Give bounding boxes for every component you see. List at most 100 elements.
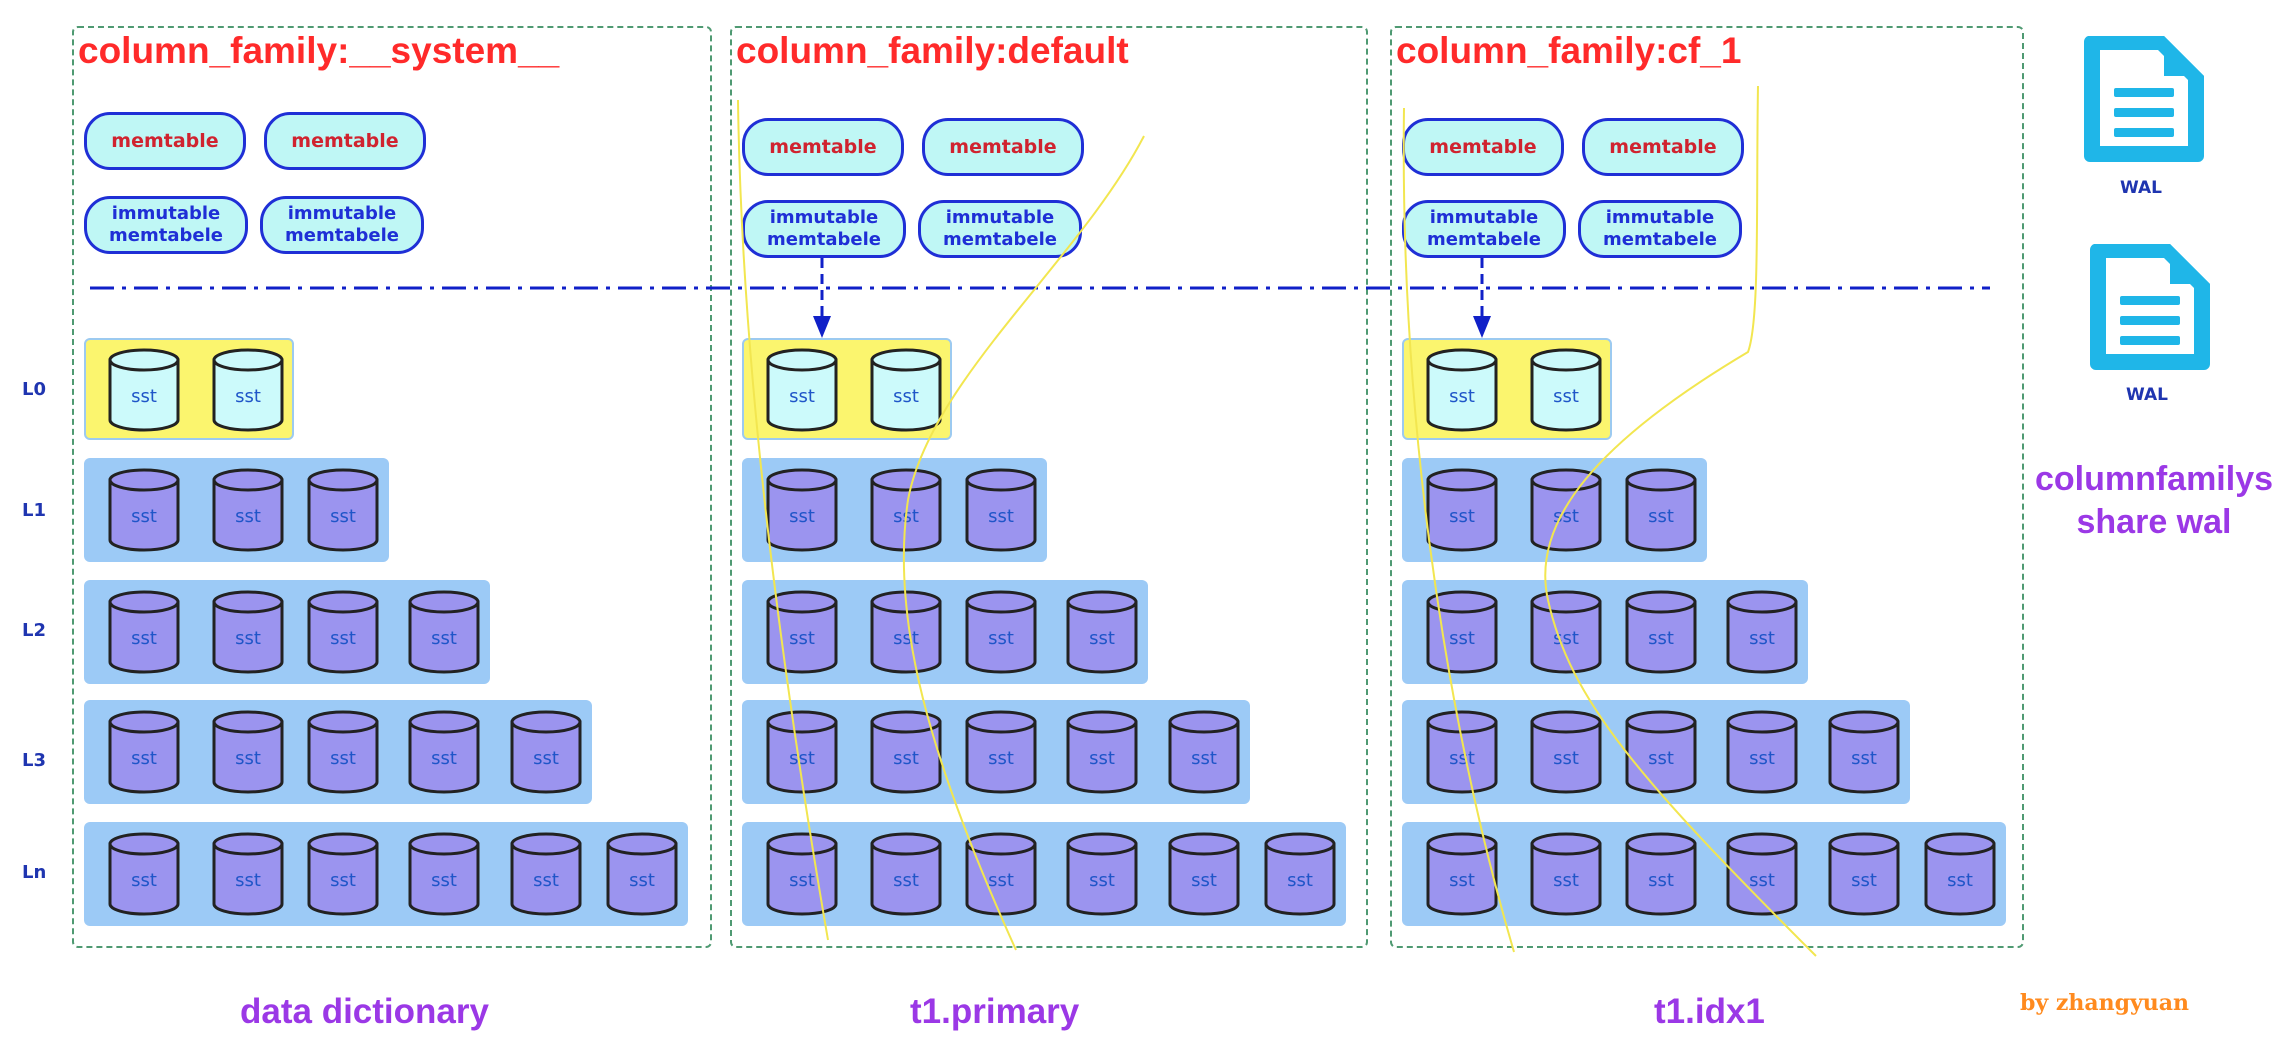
- cylinder-icon: [870, 832, 942, 916]
- immutable-memtable[interactable]: immutable memtabele: [1402, 200, 1566, 258]
- memtable[interactable]: memtable: [742, 118, 904, 176]
- sst-label: sst: [1749, 628, 1775, 649]
- immutable-memtable[interactable]: immutable memtabele: [84, 196, 248, 254]
- immutable-memtable-label: immutable memtabele: [285, 203, 399, 246]
- sst-file: sst: [965, 590, 1037, 674]
- memtable[interactable]: memtable: [1402, 118, 1564, 176]
- sst-label: sst: [1449, 386, 1475, 407]
- sst-file: sst: [870, 710, 942, 794]
- immutable-memtable[interactable]: immutable memtabele: [742, 200, 906, 258]
- cylinder-icon: [870, 710, 942, 794]
- cylinder-icon: [965, 710, 1037, 794]
- sst-file: sst: [108, 710, 180, 794]
- level-label: Ln: [22, 862, 47, 883]
- cylinder-icon: [212, 832, 284, 916]
- sst-label: sst: [1449, 748, 1475, 769]
- sst-file: sst: [307, 710, 379, 794]
- sst-label: sst: [131, 748, 157, 769]
- sst-file: sst: [965, 710, 1037, 794]
- sst-label: sst: [1191, 870, 1217, 891]
- sst-file: sst: [212, 710, 284, 794]
- memtable-label: memtable: [1609, 136, 1717, 158]
- cylinder-icon: [1726, 832, 1798, 916]
- cylinder-icon: [965, 832, 1037, 916]
- sst-label: sst: [1553, 628, 1579, 649]
- column-family-box: [72, 26, 712, 948]
- sst-label: sst: [431, 870, 457, 891]
- sst-label: sst: [431, 628, 457, 649]
- level-label: L0: [22, 379, 46, 400]
- sst-file: sst: [1066, 832, 1138, 916]
- sst-label: sst: [1851, 870, 1877, 891]
- memtable-label: memtable: [769, 136, 877, 158]
- column-family-title: column_family:__system__: [78, 30, 560, 71]
- sst-file: sst: [1828, 832, 1900, 916]
- partition-curve: [737, 99, 829, 941]
- sst-label: sst: [988, 870, 1014, 891]
- immutable-memtable[interactable]: immutable memtabele: [1578, 200, 1742, 258]
- sst-label: sst: [1749, 748, 1775, 769]
- sst-file: sst: [1726, 710, 1798, 794]
- sst-label: sst: [988, 506, 1014, 527]
- sst-label: sst: [1851, 748, 1877, 769]
- immutable-memtable-label: immutable memtabele: [1427, 207, 1541, 250]
- sst-file: sst: [1530, 832, 1602, 916]
- sst-file: sst: [1426, 832, 1498, 916]
- sst-file: sst: [1264, 832, 1336, 916]
- cylinder-icon: [212, 468, 284, 552]
- column-family-caption: t1.primary: [910, 992, 1080, 1031]
- memtable[interactable]: memtable: [922, 118, 1084, 176]
- sst-file: sst: [307, 468, 379, 552]
- sst-label: sst: [789, 628, 815, 649]
- sst-file: sst: [1426, 710, 1498, 794]
- sst-label: sst: [431, 748, 457, 769]
- sst-file: sst: [408, 832, 480, 916]
- partition-curve: [1402, 107, 1515, 953]
- document-icon: [2089, 244, 2210, 370]
- immutable-memtable-label: immutable memtabele: [767, 207, 881, 250]
- cylinder-icon: [307, 590, 379, 674]
- wal-label: WAL: [2120, 178, 2162, 198]
- cylinder-icon: [212, 590, 284, 674]
- cylinder-icon: [108, 832, 180, 916]
- sst-file: sst: [212, 590, 284, 674]
- sst-file: sst: [1625, 590, 1697, 674]
- sst-file: sst: [1168, 832, 1240, 916]
- sst-label: sst: [1089, 628, 1115, 649]
- cylinder-icon: [108, 710, 180, 794]
- sst-label: sst: [1553, 506, 1579, 527]
- wal-label: WAL: [2126, 385, 2168, 405]
- cylinder-icon: [212, 348, 284, 432]
- immutable-memtable[interactable]: immutable memtabele: [918, 200, 1082, 258]
- sst-file: sst: [1426, 348, 1498, 432]
- cylinder-icon: [1625, 590, 1697, 674]
- sst-label: sst: [1089, 748, 1115, 769]
- memtable[interactable]: memtable: [84, 112, 246, 170]
- column-family-caption: data dictionary: [240, 992, 489, 1031]
- column-family-box: [730, 26, 1368, 948]
- cylinder-icon: [965, 590, 1037, 674]
- sst-file: sst: [606, 832, 678, 916]
- cylinder-icon: [1426, 590, 1498, 674]
- cylinder-icon: [212, 710, 284, 794]
- cylinder-icon: [1066, 710, 1138, 794]
- sst-file: sst: [108, 832, 180, 916]
- immutable-memtable[interactable]: immutable memtabele: [260, 196, 424, 254]
- memtable[interactable]: memtable: [264, 112, 426, 170]
- partition-curve: [902, 135, 1145, 951]
- sst-file: sst: [108, 590, 180, 674]
- sst-file: sst: [408, 710, 480, 794]
- sst-file: sst: [1530, 468, 1602, 552]
- cylinder-icon: [766, 832, 838, 916]
- sst-label: sst: [1553, 748, 1579, 769]
- cylinder-icon: [1530, 468, 1602, 552]
- cylinder-icon: [766, 590, 838, 674]
- sst-label: sst: [330, 506, 356, 527]
- sst-file: sst: [510, 832, 582, 916]
- cylinder-icon: [408, 590, 480, 674]
- memtable[interactable]: memtable: [1582, 118, 1744, 176]
- sst-label: sst: [893, 870, 919, 891]
- sst-file: sst: [307, 832, 379, 916]
- column-family-title: column_family:cf_1: [1396, 30, 1742, 71]
- memtable-label: memtable: [1429, 136, 1537, 158]
